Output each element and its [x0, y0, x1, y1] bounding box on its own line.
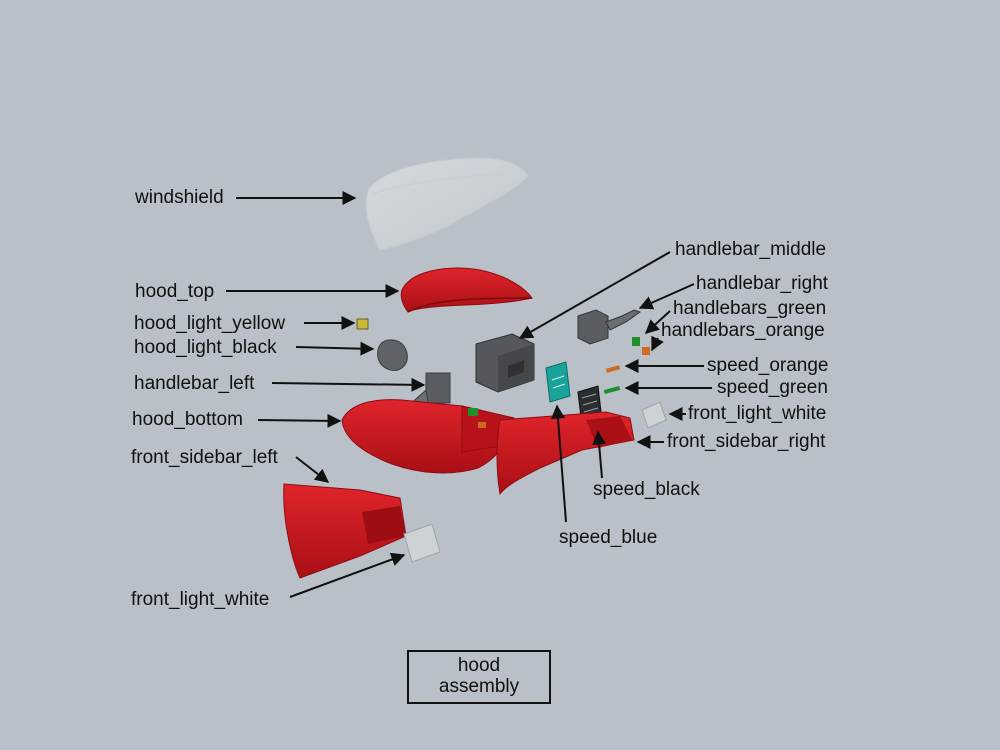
arrow-speed-black: [592, 430, 607, 479]
label-handlebar-left: handlebar_left: [134, 373, 255, 394]
label-speed-orange: speed_orange: [707, 355, 829, 376]
label-front-light-white-left: front_light_white: [131, 589, 270, 610]
hood-light-black-part: [377, 339, 408, 371]
label-windshield: windshield: [135, 187, 224, 208]
title-line-2: assembly: [438, 676, 520, 697]
label-hood-light-black: hood_light_black: [134, 337, 277, 358]
speed-blue-part: [545, 361, 571, 403]
label-hood-light-yellow: hood_light_yellow: [134, 313, 286, 334]
label-handlebars-orange: handlebars_orange: [661, 320, 825, 341]
label-handlebar-middle: handlebar_middle: [675, 239, 827, 260]
handlebars-orange-part: [642, 347, 650, 355]
windshield-part: [365, 157, 529, 251]
label-speed-green: speed_green: [717, 377, 828, 398]
label-handlebar-right: handlebar_right: [696, 273, 829, 294]
arrow-front-light-white-left: [289, 552, 406, 598]
arrow-handlebar-left: [271, 377, 426, 392]
label-hood-bottom: hood_bottom: [132, 409, 243, 430]
label-speed-blue: speed_blue: [559, 527, 658, 548]
leader-arrows: [226, 191, 712, 598]
arrow-front-sidebar-left: [295, 456, 330, 483]
speed-green-part: [603, 385, 621, 395]
handlebars-green-part: [632, 337, 640, 346]
front-light-white-right-part: [641, 401, 667, 429]
arrow-handlebars-green: [644, 310, 671, 334]
label-front-sidebar-left: front_sidebar_left: [131, 447, 278, 468]
arrow-handlebars-orange: [651, 335, 664, 352]
handlebar-middle-part: [475, 333, 535, 393]
label-hood-top: hood_top: [135, 281, 215, 302]
hood-light-yellow-part: [356, 318, 369, 330]
handlebar-right-part: [577, 309, 642, 345]
title-box: hood assembly: [407, 650, 551, 704]
hood-top-part: [400, 267, 533, 313]
label-speed-black: speed_black: [593, 479, 700, 500]
arrow-handlebar-right: [638, 283, 695, 310]
hood-bottom-part: [341, 399, 515, 474]
label-handlebars-green: handlebars_green: [673, 298, 827, 319]
arrow-hood-light-black: [295, 341, 375, 356]
front-light-white-left-part: [403, 523, 441, 563]
arrow-speed-blue: [550, 404, 567, 523]
label-front-sidebar-right: front_sidebar_right: [667, 431, 826, 452]
arrow-hood-bottom: [257, 413, 342, 428]
arrow-handlebar-middle: [518, 251, 671, 339]
speed-orange-part: [605, 365, 621, 373]
label-front-light-white-right: front_light_white: [688, 403, 827, 424]
front-sidebar-left-part: [283, 483, 407, 579]
title-line-1: hood: [457, 655, 501, 677]
